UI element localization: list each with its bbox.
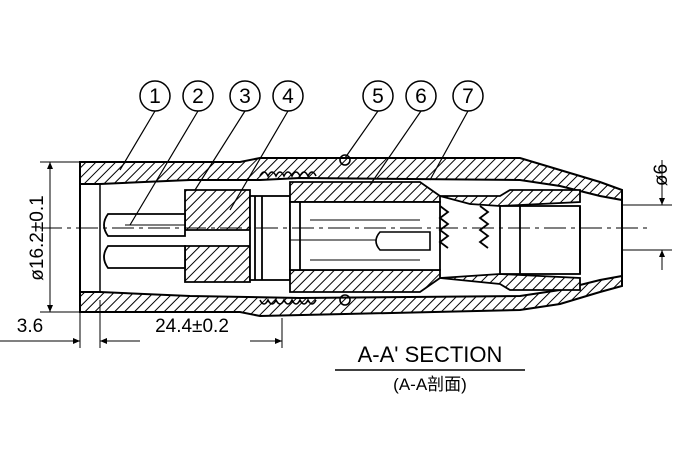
callout-2: 2 bbox=[182, 80, 214, 112]
svg-text:1: 1 bbox=[149, 85, 161, 108]
svg-text:3: 3 bbox=[239, 85, 251, 108]
outer-housing bbox=[79, 157, 623, 318]
dimension-main-length-label: 24.4±0.2 bbox=[155, 316, 229, 337]
cable-clamp bbox=[438, 189, 581, 291]
svg-text:6: 6 bbox=[415, 85, 427, 108]
dimension-body-diameter bbox=[40, 161, 80, 313]
svg-text:2: 2 bbox=[192, 85, 204, 108]
dimension-front-length-label: 3.6 bbox=[17, 316, 43, 337]
contact-pins bbox=[103, 213, 186, 269]
callout-leaders bbox=[119, 110, 469, 226]
contact-insert bbox=[184, 189, 291, 283]
callout-1: 1 bbox=[139, 80, 171, 112]
svg-text:4: 4 bbox=[282, 85, 294, 108]
callout-4: 4 bbox=[272, 80, 304, 112]
callout-5: 5 bbox=[362, 80, 394, 112]
section-title: A-A' SECTION bbox=[358, 342, 503, 367]
rear-pin bbox=[375, 231, 431, 251]
svg-text:5: 5 bbox=[372, 85, 384, 108]
dimension-cable-diameter-label: ø6 bbox=[651, 164, 672, 186]
dimension-body-diameter-label: ø16.2±0.1 bbox=[27, 195, 48, 280]
svg-text:7: 7 bbox=[462, 85, 474, 108]
section-subtitle: (A-A剖面) bbox=[393, 375, 467, 394]
dimension-lengths bbox=[0, 300, 283, 348]
dimension-cable-diameter bbox=[622, 160, 672, 270]
callout-7: 7 bbox=[452, 80, 484, 112]
callout-6: 6 bbox=[405, 80, 437, 112]
spring-coils bbox=[259, 154, 351, 306]
callout-3: 3 bbox=[229, 80, 261, 112]
